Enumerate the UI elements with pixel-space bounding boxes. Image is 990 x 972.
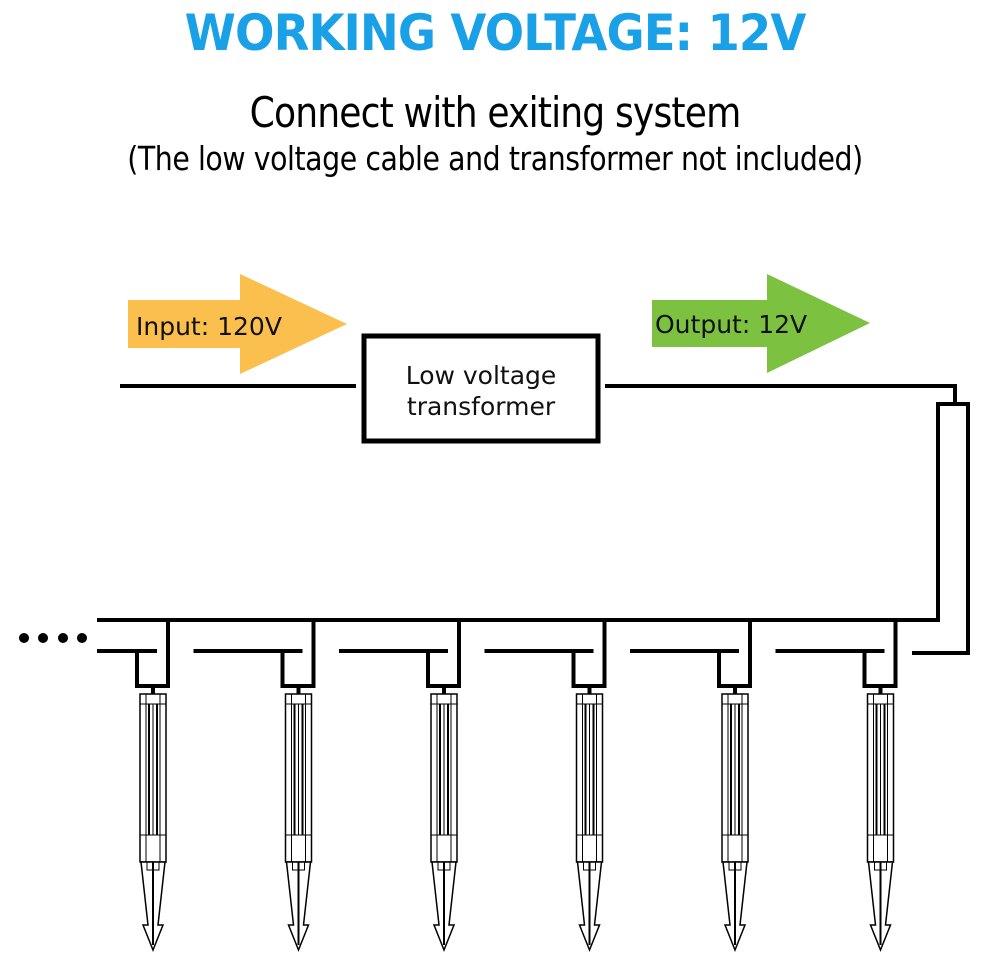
input-arrow-label: Input: 120V (136, 312, 282, 341)
transformer-label-line1: Low voltage (406, 361, 557, 390)
output-wire (605, 384, 957, 404)
light-stake (339, 620, 461, 953)
continuation-ellipsis (19, 633, 87, 643)
light-stakes (97, 620, 898, 953)
light-stake (630, 620, 752, 953)
ellipsis-dot (58, 633, 68, 643)
input-arrow-shape (128, 274, 347, 374)
light-stake (775, 620, 898, 953)
ellipsis-dot (77, 633, 87, 643)
output-arrow-shape (652, 274, 870, 373)
output-arrow: Output: 12V (652, 274, 870, 373)
input-arrow: Input: 120V (128, 274, 347, 374)
not-included-note: (The low voltage cable and transformer n… (127, 139, 863, 178)
transformer-outline (361, 333, 601, 444)
cable-loop-inner (97, 402, 970, 655)
transformer-label-line2: transformer (407, 392, 556, 421)
working-voltage-title: WORKING VOLTAGE: 12V (184, 4, 807, 62)
connection-subtitle: Connect with exiting system (249, 88, 742, 137)
ellipsis-dot (38, 633, 48, 643)
output-arrow-label: Output: 12V (655, 310, 807, 339)
transformer-box: Low voltage transformer (361, 333, 601, 444)
light-stake (97, 620, 170, 953)
light-stake (484, 620, 607, 953)
ellipsis-dot (19, 633, 29, 643)
light-stake (193, 620, 316, 953)
